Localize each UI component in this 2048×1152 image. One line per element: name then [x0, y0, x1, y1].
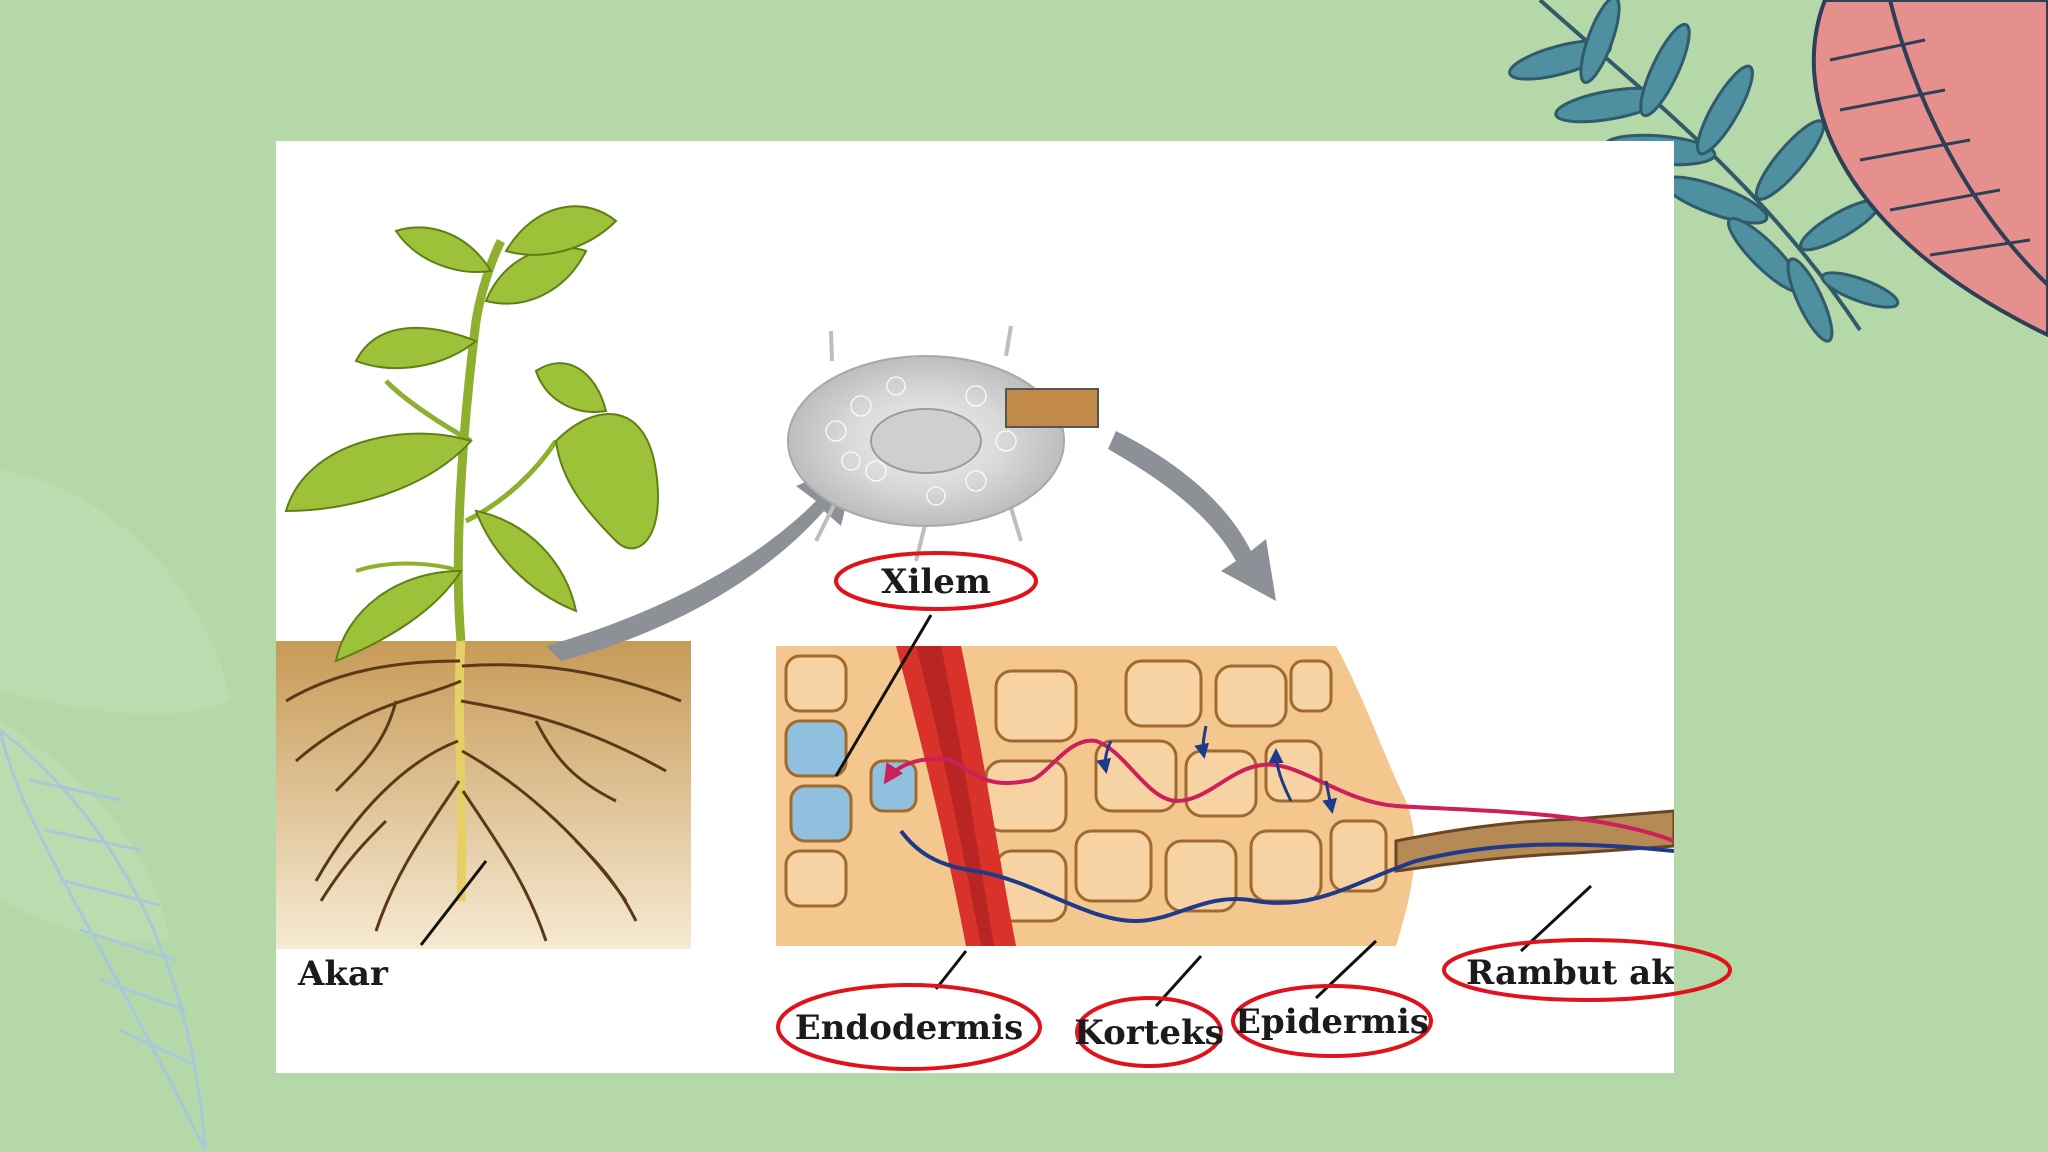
fern-leaf-icon	[1508, 0, 1900, 343]
label-akar: Akar	[297, 954, 389, 994]
plant-illustration	[276, 205, 691, 949]
cell-detail	[776, 646, 1674, 946]
label-epidermis: Epidermis	[1235, 1002, 1429, 1042]
highlight-ring-xilem	[834, 551, 1038, 611]
leaf-cluster	[284, 205, 659, 663]
label-xilem: Xilem	[881, 562, 991, 602]
root-cross-section	[787, 325, 1099, 562]
section-highlight-box	[1005, 388, 1099, 428]
highlight-ring-epidermis	[1231, 984, 1433, 1058]
label-rambut-akar: Rambut akar	[1466, 953, 1674, 993]
faint-leaf-icon	[0, 470, 230, 943]
root-water-uptake-diagram: Akar Xilem Endodermis Korteks Epidermis …	[276, 205, 1674, 1071]
pink-leaf-icon	[1811, 0, 2048, 338]
label-endodermis: Endodermis	[795, 1008, 1023, 1048]
highlight-ring-rambut-akar	[1442, 938, 1732, 1002]
highlight-ring-korteks	[1075, 996, 1223, 1068]
outline-leaf-icon	[0, 728, 207, 1151]
diagram-panel: Akar Xilem Endodermis Korteks Epidermis …	[276, 141, 1674, 1073]
arrow-icon	[1108, 431, 1276, 601]
leader-lines	[419, 614, 1593, 1008]
label-korteks: Korteks	[1074, 1013, 1223, 1053]
root-system	[285, 640, 682, 942]
highlight-ring-endodermis	[776, 983, 1042, 1071]
